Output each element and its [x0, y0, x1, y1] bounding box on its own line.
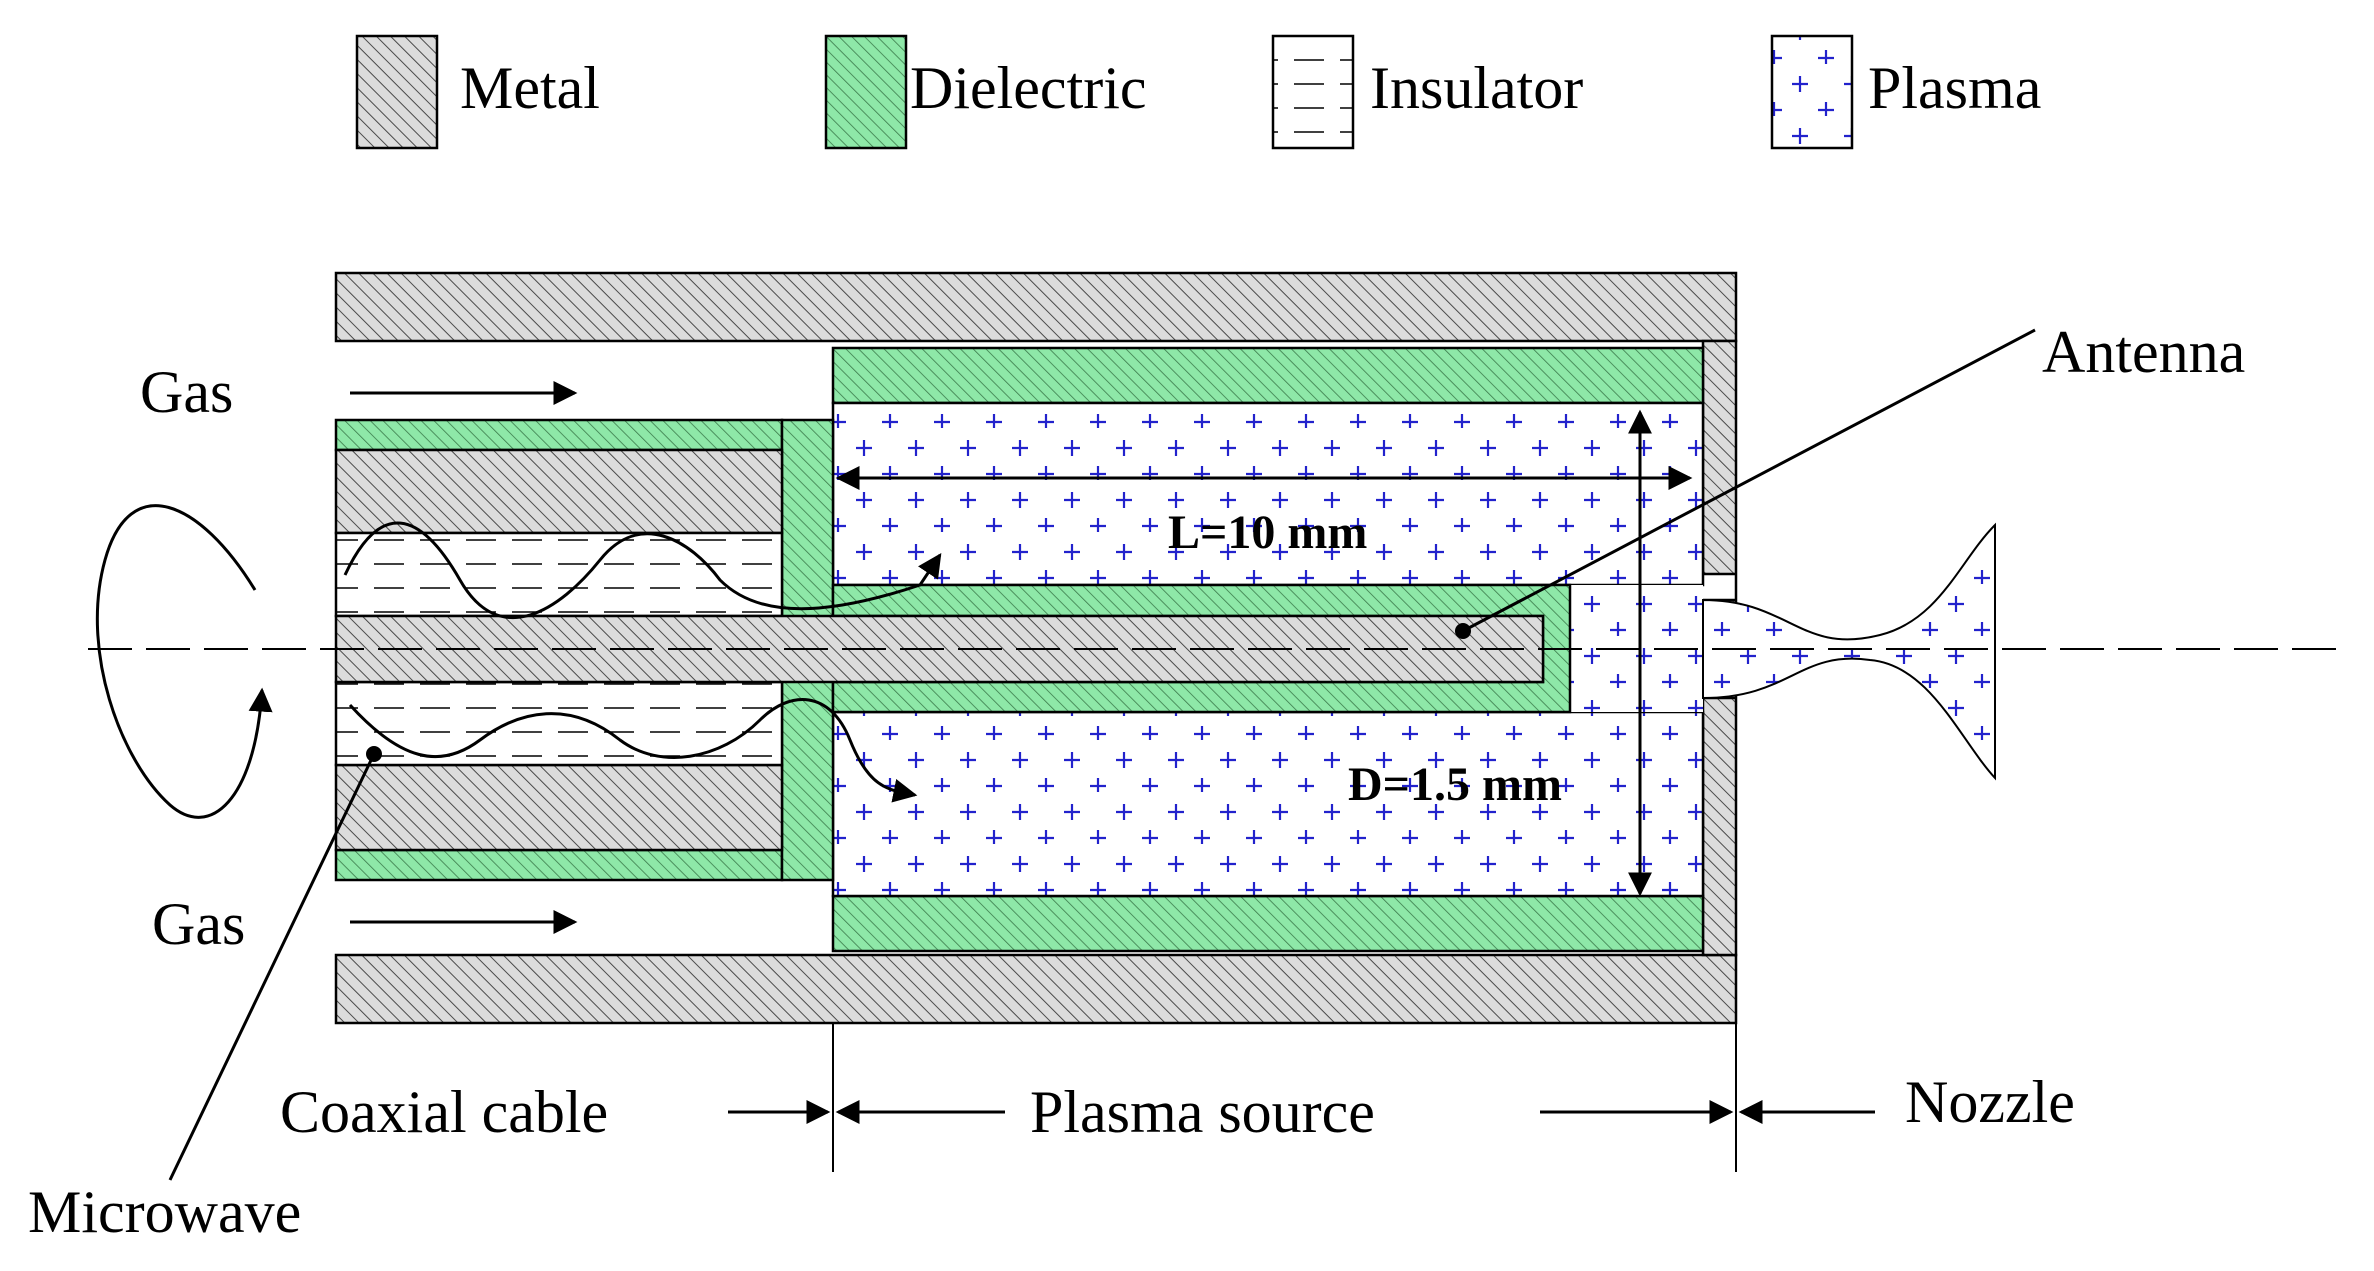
outer-metal-housing [334, 271, 1738, 1025]
diameter-label: D=1.5 mm [1348, 758, 1562, 811]
microwave-waves [168, 521, 942, 1181]
antenna-label: Antenna [2042, 319, 2245, 385]
legend-insulator-swatch [1271, 34, 1355, 150]
dielectric-tube [831, 346, 1705, 953]
microwave-label: Microwave [28, 1179, 301, 1245]
plasma-region [831, 401, 1996, 898]
swirl-arrow [95, 504, 273, 819]
gas-flow-arrows [350, 381, 578, 934]
plasma-source-label: Plasma source [1030, 1079, 1375, 1145]
legend-insulator-label: Insulator [1370, 55, 1583, 121]
nozzle-label: Nozzle [1905, 1069, 2075, 1135]
nozzle-plume [1702, 522, 1996, 781]
legend-dielectric-swatch [824, 34, 908, 150]
gas-label-top: Gas [140, 359, 233, 425]
legend: Metal Dielectric Insulator Plasma [355, 34, 2041, 150]
legend-plasma-swatch [1770, 34, 1854, 150]
length-label: L=10 mm [1168, 506, 1367, 559]
legend-plasma-label: Plasma [1868, 55, 2041, 121]
gas-label-bottom: Gas [152, 891, 245, 957]
legend-metal-label: Metal [460, 55, 600, 121]
legend-metal-swatch [355, 34, 439, 150]
coaxial-cable-label: Coaxial cable [280, 1079, 608, 1145]
legend-dielectric-label: Dielectric [910, 55, 1147, 121]
antenna-pointer [1462, 328, 2036, 633]
